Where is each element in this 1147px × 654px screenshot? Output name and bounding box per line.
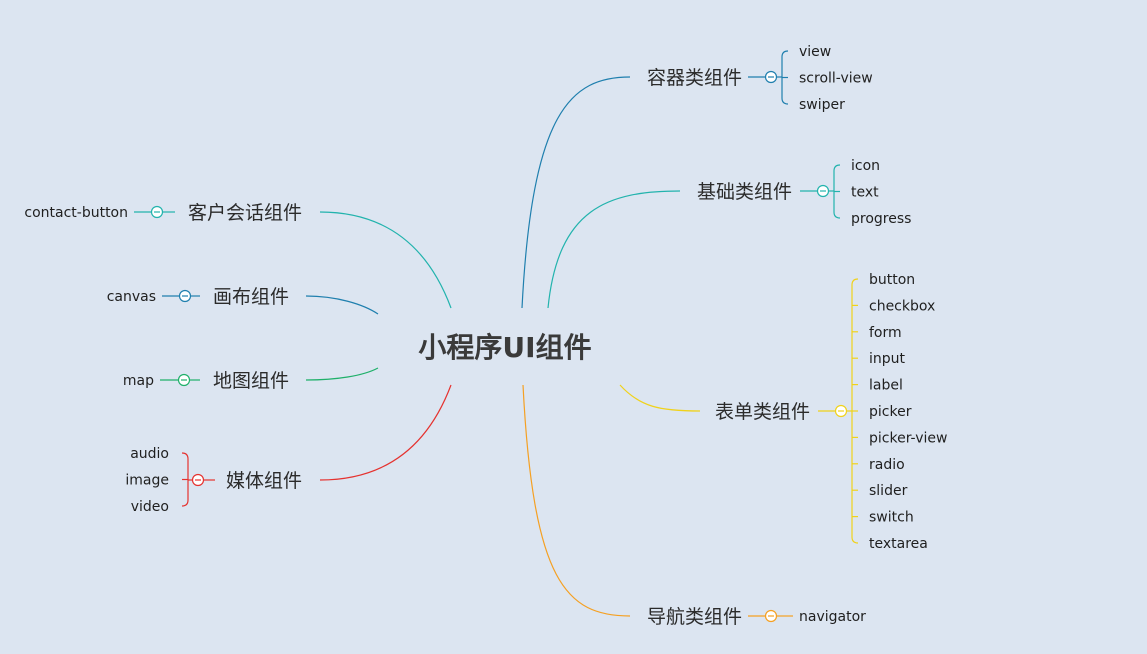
connector-lines [134, 50, 859, 617]
basic-connector [547, 190, 681, 309]
leaf-input[interactable]: input [869, 351, 906, 367]
leaf-form[interactable]: form [869, 325, 902, 341]
leaf-audio[interactable]: audio [130, 446, 169, 462]
branch-media[interactable]: 媒体组件 [226, 470, 302, 492]
canvas-collapse-toggle[interactable] [178, 289, 192, 303]
leaf-textarea[interactable]: textarea [869, 536, 928, 552]
leaf-canvas[interactable]: canvas [107, 289, 156, 305]
branch-customer-service[interactable]: 客户会话组件 [188, 202, 302, 224]
leaf-navigator[interactable]: navigator [799, 609, 866, 625]
branch-basic[interactable]: 基础类组件 [697, 181, 792, 203]
branch-basic-label: 基础类组件 [697, 181, 792, 203]
branch-navigation-label: 导航类组件 [647, 606, 742, 628]
leaf-progress[interactable]: progress [851, 211, 911, 227]
leaf-contact-button[interactable]: contact-button [24, 205, 128, 221]
branch-container[interactable]: 容器类组件 [647, 67, 742, 89]
leaf-swiper[interactable]: swiper [799, 97, 845, 113]
map-collapse-toggle[interactable] [177, 373, 191, 387]
container-connector [521, 76, 631, 309]
leaf-scroll-view[interactable]: scroll-view [799, 71, 873, 87]
media-collapse-toggle[interactable] [191, 473, 205, 487]
leaf-label[interactable]: label [869, 378, 903, 394]
branch-media-label: 媒体组件 [226, 470, 302, 492]
leaf-button[interactable]: button [869, 272, 915, 288]
branch-customer-service-label: 客户会话组件 [188, 202, 302, 224]
leaf-picker[interactable]: picker [869, 404, 912, 420]
canvas-connector [305, 295, 379, 315]
container-collapse-toggle[interactable] [764, 70, 778, 84]
leaf-switch[interactable]: switch [869, 510, 914, 526]
branch-map-label: 地图组件 [213, 370, 289, 392]
leaf-image[interactable]: image [125, 473, 169, 489]
navigation-connector [522, 384, 631, 617]
customer-service-collapse-toggle[interactable] [150, 205, 164, 219]
customer-service-connector [319, 211, 452, 309]
leaf-radio[interactable]: radio [869, 457, 905, 473]
branch-map[interactable]: 地图组件 [213, 370, 289, 392]
media-connector [319, 384, 452, 481]
form-collapse-toggle[interactable] [834, 404, 848, 418]
branch-navigation[interactable]: 导航类组件 [647, 606, 742, 628]
leaf-view[interactable]: view [799, 44, 831, 60]
root-topic[interactable]: 小程序UI组件 [418, 331, 591, 364]
mind-map-nodes: 容器类组件 view scroll-view swiper 基础类组件 icon text p… [24, 44, 947, 628]
leaf-checkbox[interactable]: checkbox [869, 298, 935, 314]
basic-collapse-toggle[interactable] [816, 184, 830, 198]
leaf-icon[interactable]: icon [851, 158, 880, 174]
branch-container-label: 容器类组件 [647, 67, 742, 89]
branch-canvas-label: 画布组件 [213, 286, 289, 308]
branch-form-label: 表单类组件 [715, 401, 810, 423]
branch-form[interactable]: 表单类组件 [715, 401, 810, 423]
leaf-text[interactable]: text [851, 185, 879, 201]
leaf-slider[interactable]: slider [869, 483, 908, 499]
branch-canvas[interactable]: 画布组件 [213, 286, 289, 308]
leaf-video[interactable]: video [131, 499, 169, 515]
leaf-picker-view[interactable]: picker-view [869, 430, 947, 446]
form-connector [619, 384, 701, 412]
leaf-map[interactable]: map [123, 373, 154, 389]
map-connector [305, 367, 379, 381]
navigation-collapse-toggle[interactable] [764, 609, 778, 623]
